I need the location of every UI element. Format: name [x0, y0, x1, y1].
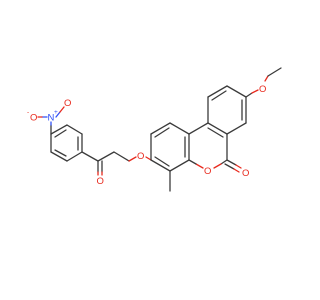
bond: [195, 163, 204, 169]
bond: [66, 151, 83, 162]
bond: [207, 122, 228, 135]
bond: [81, 151, 99, 162]
bond: [207, 85, 228, 98]
methoxyphenyl-ring: [207, 85, 247, 135]
bond: [55, 111, 61, 118]
bond: [169, 159, 190, 172]
bond: [211, 90, 227, 101]
bond: [267, 67, 282, 77]
bond: [188, 122, 209, 135]
lactone-ring: O O: [188, 122, 249, 179]
bond: [264, 75, 269, 82]
bond: [235, 164, 242, 169]
bond: [213, 163, 222, 169]
nitro-group: N + O - O: [27, 98, 71, 135]
bond: [113, 151, 130, 162]
bond: [251, 89, 259, 94]
bond: [54, 149, 67, 157]
bond: [226, 85, 247, 98]
lactone-oxygen-label: O: [242, 168, 249, 179]
keto-linker: O O: [81, 151, 152, 187]
ketone-oxygen-label: O: [97, 176, 104, 187]
bond: [188, 159, 197, 165]
nitro-oxygen-charge: -: [27, 109, 29, 116]
ether-oxygen-label: O: [137, 151, 144, 162]
bond: [145, 156, 152, 161]
bond: [59, 106, 65, 113]
bond: [245, 92, 253, 98]
bond: [154, 127, 170, 138]
nitro-oxygen-label: O: [64, 98, 71, 109]
methoxy-group: O: [245, 67, 282, 98]
bond: [150, 122, 171, 135]
ring-oxygen-label: O: [204, 166, 211, 177]
bond: [54, 129, 67, 138]
bond: [128, 156, 137, 162]
bond: [154, 156, 170, 167]
nitro-oxygen-minus-label: O: [30, 113, 37, 124]
bond: [50, 124, 68, 135]
bond: [233, 168, 240, 173]
nitro-nitrogen-label: N: [48, 113, 55, 124]
structure-diagram: N + O - O O O O: [27, 67, 282, 192]
bond: [224, 163, 235, 170]
molecule-canvas: N + O - O O O O: [27, 67, 282, 192]
bond: [150, 159, 171, 172]
bond: [50, 151, 68, 162]
bond: [66, 124, 83, 135]
bond: [207, 127, 224, 138]
bond: [220, 159, 228, 165]
bond: [169, 122, 190, 135]
bond: [226, 122, 247, 135]
methoxy-oxygen-label: O: [259, 84, 266, 95]
nitrophenyl-ring: [50, 124, 83, 162]
nitro-nitrogen-charge: +: [54, 109, 58, 116]
chromene-aromatic-ring: [150, 122, 190, 172]
bond: [97, 151, 115, 162]
bond: [226, 159, 237, 166]
